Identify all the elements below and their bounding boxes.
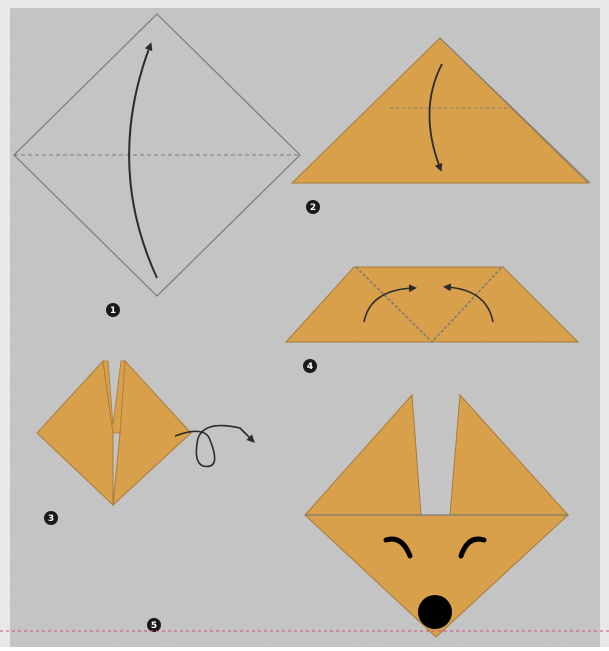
page-border-right [600,0,609,647]
step-3-number: 3 [48,514,54,524]
step-1-number: 1 [110,306,116,316]
page-border-left [0,0,10,647]
step-4-number: 4 [307,362,313,372]
page-border-top [0,0,609,8]
step-2-number: 2 [310,203,316,213]
fox-nose [418,595,452,629]
step-5-number: 5 [151,621,157,631]
